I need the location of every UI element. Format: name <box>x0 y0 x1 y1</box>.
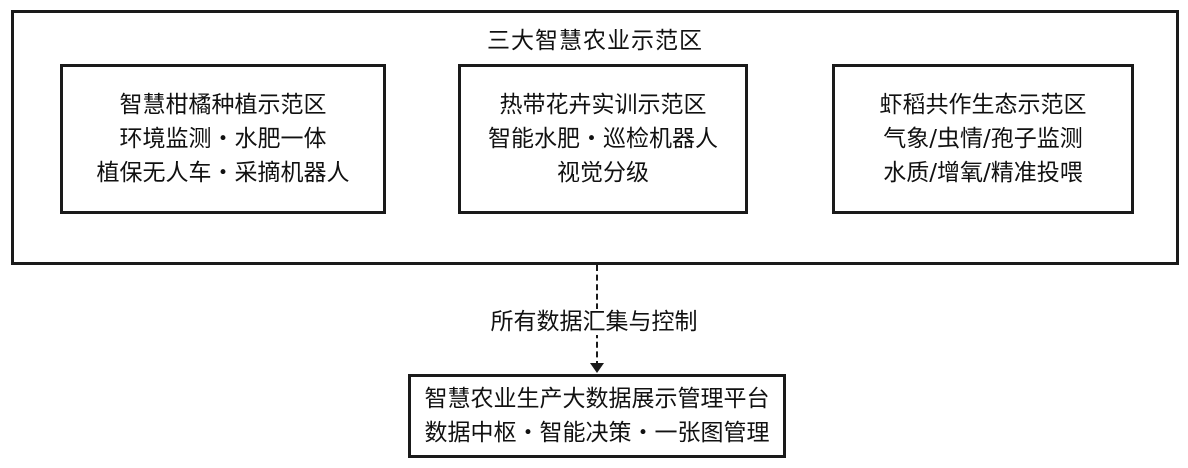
flower-zone-box: 热带花卉实训示范区 智能水肥・巡检机器人 视觉分级 <box>458 64 748 214</box>
shrimp-rice-zone-line-3: 水质/增氧/精准投喂 <box>883 160 1083 186</box>
flower-zone-line-2: 智能水肥・巡检机器人 <box>488 126 718 152</box>
platform-subtitle: 数据中枢・智能决策・一张图管理 <box>424 420 770 446</box>
arrow-down-icon <box>590 363 604 373</box>
platform-title: 智慧农业生产大数据展示管理平台 <box>424 386 770 412</box>
flower-zone-line-3: 视觉分级 <box>557 160 649 186</box>
shrimp-rice-zone-line-2: 气象/虫情/孢子监测 <box>883 126 1083 152</box>
citrus-zone-title: 智慧柑橘种植示范区 <box>119 92 327 118</box>
citrus-zone-box: 智慧柑橘种植示范区 环境监测・水肥一体 植保无人车・采摘机器人 <box>60 64 386 214</box>
shrimp-rice-zone-box: 虾稻共作生态示范区 气象/虫情/孢子监测 水质/增氧/精准投喂 <box>832 64 1134 214</box>
data-flow-label: 所有数据汇集与控制 <box>488 309 700 335</box>
demonstration-zones-title: 三大智慧农业示范区 <box>487 28 703 54</box>
data-flow-label-wrap: 所有数据汇集与控制 <box>0 302 1188 336</box>
shrimp-rice-zone-title: 虾稻共作生态示范区 <box>879 92 1087 118</box>
platform-box: 智慧农业生产大数据展示管理平台 数据中枢・智能决策・一张图管理 <box>408 374 786 458</box>
citrus-zone-line-3: 植保无人车・采摘机器人 <box>96 160 350 186</box>
citrus-zone-line-2: 环境监测・水肥一体 <box>119 126 327 152</box>
flower-zone-title: 热带花卉实训示范区 <box>499 92 707 118</box>
